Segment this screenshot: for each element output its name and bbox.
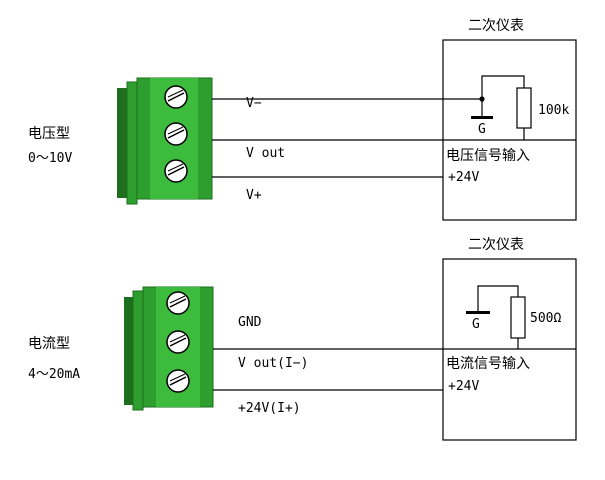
voltage-supply-label: +24V: [448, 170, 479, 185]
voltage-type-range: 0～10V: [28, 151, 72, 166]
voltage-resistor-label: 100k: [538, 103, 569, 118]
current-section: 电流型 4～20mA 二次仪表 GND V out(I−) +24V(I+) G…: [28, 237, 577, 441]
current-supply-label: +24V: [448, 379, 479, 394]
voltage-instrument-box: [442, 39, 577, 221]
screw-icon: [164, 122, 188, 146]
voltage-wire-top-label: V−: [246, 96, 262, 111]
current-wire-mid-label: V out(I−): [238, 356, 308, 371]
screw-icon: [166, 369, 190, 393]
voltage-input-label: 电压信号输入: [446, 148, 530, 164]
current-terminal-block-icon: [124, 286, 214, 411]
resistor-icon: [510, 296, 526, 339]
current-wire-top-label: GND: [238, 315, 262, 330]
voltage-section: 电压型 0～10V 二次仪表 V− V out V+ G 100k 电压信号输入…: [28, 18, 577, 221]
current-type-range: 4～20mA: [28, 367, 80, 382]
current-ground-label: G: [472, 317, 480, 332]
current-instrument-title: 二次仪表: [468, 237, 524, 253]
current-internal-wire: [477, 285, 519, 312]
voltage-ground-label: G: [478, 122, 486, 137]
screw-icon: [164, 85, 188, 109]
current-resistor-label: 500Ω: [530, 311, 561, 326]
voltage-wire-bot-label: V+: [246, 188, 262, 203]
screw-icon: [164, 159, 188, 183]
screw-icon: [166, 291, 190, 315]
screw-icon: [166, 330, 190, 354]
ground-icon: [471, 99, 493, 119]
resistor-icon: [516, 87, 532, 129]
voltage-internal-wire: [481, 75, 525, 99]
voltage-type-name: 电压型: [28, 126, 70, 142]
current-wire-bot-label: +24V(I+): [238, 401, 301, 416]
voltage-wire-mid-label: V out: [246, 146, 285, 161]
current-type-name: 电流型: [28, 336, 70, 352]
voltage-instrument-title: 二次仪表: [468, 18, 524, 34]
ground-icon: [466, 311, 490, 314]
voltage-terminal-block-icon: [117, 77, 213, 205]
current-input-label: 电流信号输入: [446, 356, 530, 372]
